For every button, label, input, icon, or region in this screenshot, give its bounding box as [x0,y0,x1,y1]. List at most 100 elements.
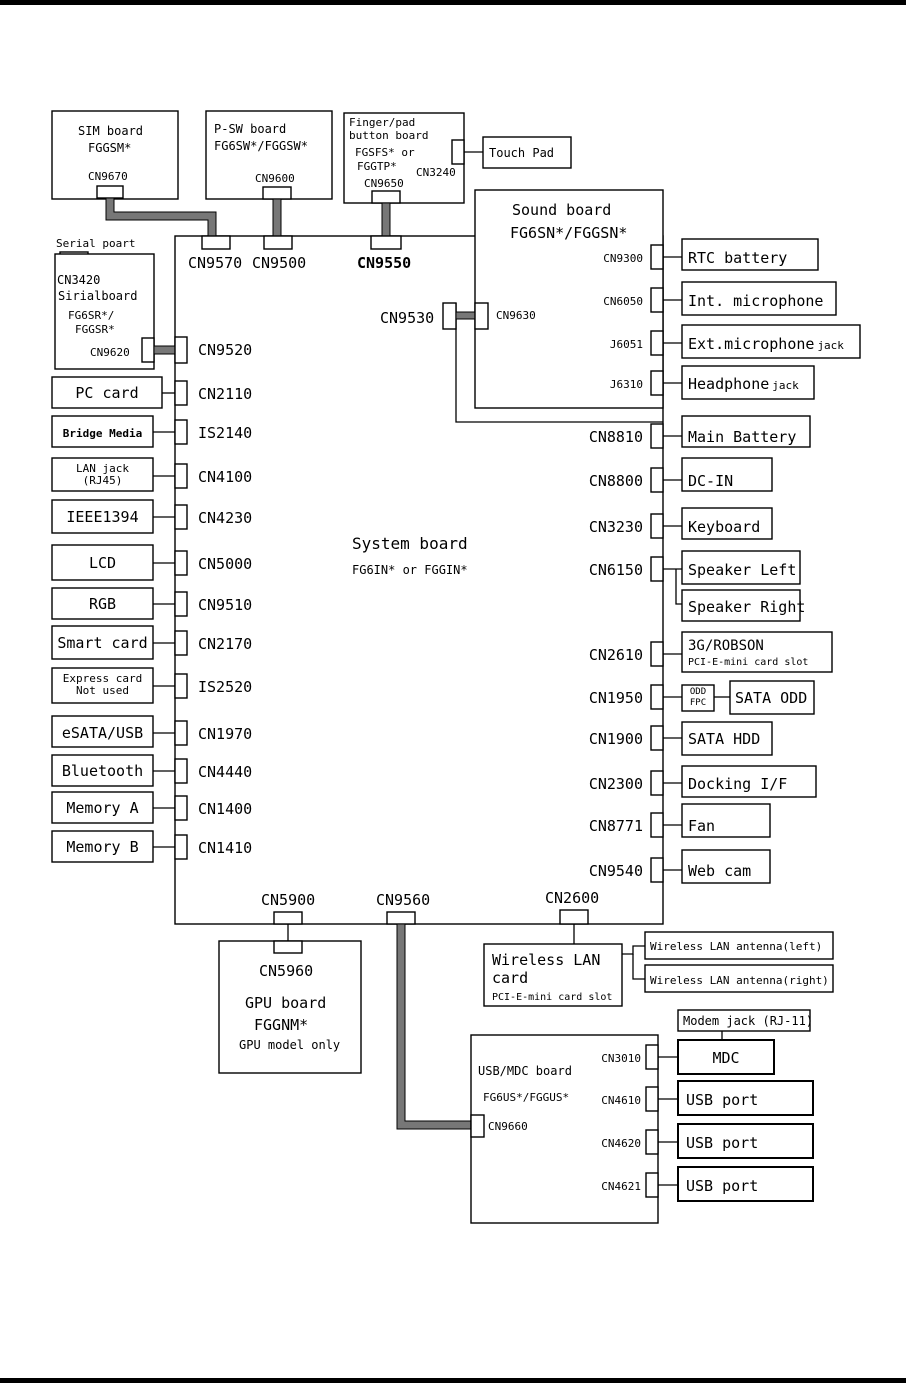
usb-port-box [677,1166,814,1202]
serial-connector-top: CN3420 [57,273,100,287]
system-board: System board FG6IN* or FGGIN* [174,235,664,925]
sound-port-connector: CN6050 [603,295,643,308]
right-item-label: Keyboard [688,518,760,536]
left-item-connector-block [174,758,188,784]
left-item-connector-block [174,504,188,530]
finger-board-line2: button board [349,129,428,142]
right-item-label: SATA ODD [735,689,807,707]
sim-board: SIM board FGGSM* CN9670 CN9570 [51,110,242,272]
odd-fpc-box [681,684,715,712]
right-item-connector-block [650,770,664,796]
left-item-connector: CN9510 [198,596,252,614]
right-item-connector-block [650,857,664,883]
sound-port-label: RTC battery [688,249,787,267]
right-item-connector: CN1950 [589,689,643,707]
sound-board-connector: CN9630 [496,309,536,322]
finger-pad-board: Finger/pad button board FGSFS* or FGGTP*… [343,112,572,272]
gpu-sys-connector: CN5900 [261,891,315,909]
wlan-title-1: Wireless LAN [492,951,600,969]
usb-mdc-link: CN9560 [376,891,472,1130]
serial-board-model-1: FG6SR*/ [68,309,114,322]
left-item-label: Memory A [66,799,138,817]
right-item-connector-block [650,513,664,539]
left-item-connector-block [174,630,188,656]
right-item-label: DC-IN [688,472,733,490]
serial-sys-connector: CN9520 [198,341,252,359]
right-item-label: Docking I/F [688,775,787,793]
usb-port-label: MDC [712,1049,739,1067]
left-item-connector: CN2110 [198,385,252,403]
left-item-box [51,667,154,704]
modem-jack-label: Modem jack (RJ-11) [683,1014,813,1028]
sound-port-connector: J6051 [610,338,643,351]
right-item-connector-block [650,467,664,493]
right-item-box [681,849,771,884]
left-item-connector-block [174,550,188,576]
left-item-connector: CN1970 [198,725,252,743]
right-item-box [681,589,801,622]
left-item-box [51,754,154,787]
left-item-label: LAN jack [76,462,129,475]
right-item-box [681,550,801,585]
left-item-connector: CN4230 [198,509,252,527]
left-item-label: Memory B [66,838,138,856]
left-item-label: (RJ45) [83,474,123,487]
left-item-connector: CN2170 [198,635,252,653]
serial-port-label: Serial poart [56,237,135,250]
right-item-label: Fan [688,817,715,835]
left-item-box [51,715,154,748]
top-rule [0,0,906,5]
system-board-model: FG6IN* or FGGIN* [352,563,468,577]
usb-mdc-board: USB/MDC board FG6US*/FGGUS* CN9660 Modem… [470,1009,813,1224]
left-item-connector: CN1400 [198,800,252,818]
odd-fpc-label: FPC [690,698,706,708]
sound-port-block [650,370,664,396]
right-item-box [681,457,773,492]
right-item-connector: CN2610 [589,646,643,664]
right-item-label: 3G/ROBSON [688,638,764,654]
sim-board-title: SIM board [78,124,143,138]
wireless-lan: CN2600 Wireless LAN card PCI-E-mini card… [483,889,834,1007]
right-item-connector-block [650,423,664,449]
right-item-box [681,803,771,838]
sound-board-title: Sound board [512,201,611,219]
left-item-box [51,457,154,492]
finger-board-line1: Finger/pad [349,116,415,129]
psw-board: P-SW board FG6SW*/FGGSW* CN9600 CN9500 [205,110,333,272]
left-item-label: PC card [75,384,138,402]
right-item-connector-block [650,556,664,582]
right-item-label: Speaker Right [688,598,805,616]
usb-port-box [677,1039,775,1075]
sound-sys-connector: CN9530 [380,309,434,327]
usb-mdc-connector: CN9660 [488,1120,528,1133]
sound-port-box [681,365,815,400]
sound-port-box [681,324,861,359]
right-item-box [681,721,773,756]
serial-board-model-2: FGGSR* [75,323,115,336]
right-item-connector-block [650,641,664,667]
left-item-label: RGB [89,595,116,613]
right-item-connector: CN9540 [589,862,643,880]
right-item-box [681,765,817,798]
left-item-label: IEEE1394 [66,508,138,526]
usb-port-connector: CN4610 [601,1094,641,1107]
serial-board-connector: CN9620 [90,346,130,359]
sim-board-model: FGGSM* [88,141,131,155]
serial-board-title: Sirialboard [58,289,137,303]
wlan-sys-connector: CN2600 [545,889,599,907]
sound-board: Sound board FG6SN*/FGGSN* CN9530 CN9630 [380,189,664,423]
usb-port-block [645,1086,659,1112]
odd-fpc-label: ODD [690,687,706,697]
right-item-connector: CN8800 [589,472,643,490]
left-item-connector-block [174,419,188,445]
right-item-box [681,415,811,448]
sim-board-connector: CN9670 [88,170,128,183]
left-item-label: Express card [63,672,142,685]
left-item-box [51,376,163,409]
sound-port-block [650,330,664,356]
left-item-connector: CN4440 [198,763,252,781]
sound-port-box [681,281,837,316]
